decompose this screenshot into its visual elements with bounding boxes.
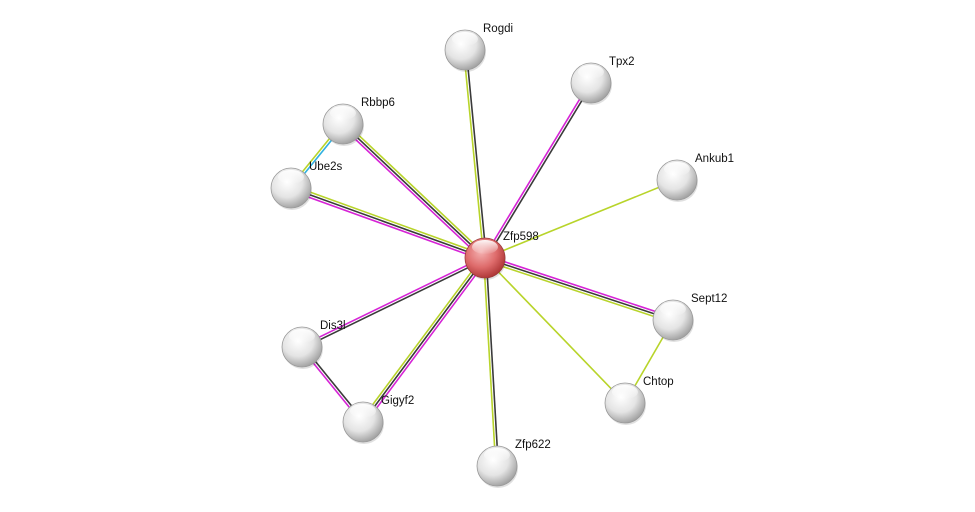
node-tpx2[interactable]: Tpx2 bbox=[570, 56, 635, 105]
edge-channel-magenta bbox=[364, 259, 488, 425]
edge-channel-yellow bbox=[344, 121, 488, 257]
edge-zfp598-zfp622[interactable] bbox=[482, 257, 500, 467]
edge-zfp598-dis3l[interactable] bbox=[301, 256, 486, 349]
node-rogdi[interactable]: Rogdi bbox=[444, 23, 513, 72]
edge-zfp598-sept12[interactable] bbox=[483, 254, 675, 324]
node-label: Sept12 bbox=[691, 293, 727, 305]
edge-channel-magenta bbox=[289, 189, 485, 262]
node-label: Rbbp6 bbox=[361, 97, 395, 109]
edge-zfp598-ube2s[interactable] bbox=[289, 184, 487, 262]
edge-channel-black bbox=[290, 187, 486, 259]
edge-channel-yellow bbox=[360, 255, 484, 421]
node-highlight bbox=[578, 65, 604, 79]
node-dis3l[interactable]: Dis3l bbox=[281, 320, 346, 369]
edge-channel-yellow bbox=[483, 259, 673, 324]
node-highlight bbox=[289, 329, 315, 343]
node-highlight bbox=[660, 302, 686, 316]
edge-channel-magenta bbox=[340, 125, 484, 261]
edge-channel-black bbox=[362, 257, 486, 423]
edge-channel-yellow bbox=[484, 179, 678, 259]
edge-zfp598-rogdi[interactable] bbox=[462, 49, 488, 259]
node-highlight bbox=[472, 240, 498, 254]
edge-zfp598-gigyf2[interactable] bbox=[360, 255, 488, 425]
edge-channel-yellow bbox=[482, 258, 497, 467]
node-zfp598[interactable]: Zfp598 bbox=[464, 231, 539, 280]
node-label: Dis3l bbox=[320, 320, 346, 332]
node-label: Zfp622 bbox=[515, 439, 551, 451]
node-highlight bbox=[612, 385, 638, 399]
node-label: Ube2s bbox=[309, 161, 342, 173]
node-label: Zfp598 bbox=[503, 231, 539, 243]
edge-channel-black bbox=[485, 83, 593, 260]
edge-channel-black bbox=[302, 258, 486, 349]
node-label: Ankub1 bbox=[695, 153, 734, 165]
node-label: Chtop bbox=[643, 376, 674, 388]
edge-channel-yellow bbox=[291, 184, 487, 257]
edge-channel-magenta bbox=[301, 256, 485, 347]
node-ankub1[interactable]: Ankub1 bbox=[656, 153, 734, 202]
edge-zfp598-tpx2[interactable] bbox=[483, 81, 593, 260]
node-label: Tpx2 bbox=[609, 56, 635, 68]
edge-channel-black bbox=[485, 257, 500, 466]
edge-channel-yellow bbox=[462, 50, 485, 259]
node-chtop[interactable]: Chtop bbox=[604, 376, 674, 425]
edge-channel-magenta bbox=[483, 81, 591, 258]
node-sept12[interactable]: Sept12 bbox=[652, 293, 727, 342]
node-label: Gigyf2 bbox=[381, 395, 414, 407]
node-rbbp6[interactable]: Rbbp6 bbox=[322, 97, 395, 146]
node-gigyf2[interactable]: Gigyf2 bbox=[342, 395, 414, 444]
edge-zfp598-ankub1[interactable] bbox=[484, 179, 678, 259]
edge-channel-yellow bbox=[484, 257, 626, 404]
node-highlight bbox=[664, 162, 690, 176]
node-ube2s[interactable]: Ube2s bbox=[270, 161, 342, 210]
edge-zfp598-rbbp6[interactable] bbox=[340, 121, 488, 261]
node-highlight bbox=[350, 404, 376, 418]
edge-channel-black bbox=[465, 49, 488, 258]
node-label: Rogdi bbox=[483, 23, 513, 35]
node-highlight bbox=[484, 448, 510, 462]
node-zfp622[interactable]: Zfp622 bbox=[476, 439, 551, 488]
edge-channel-magenta bbox=[485, 254, 675, 319]
edge-channel-black bbox=[342, 123, 486, 259]
edge-channel-black bbox=[484, 257, 674, 321]
edge-zfp598-chtop[interactable] bbox=[484, 257, 626, 404]
node-highlight bbox=[330, 106, 356, 120]
node-highlight bbox=[278, 170, 304, 184]
node-highlight bbox=[452, 32, 478, 46]
